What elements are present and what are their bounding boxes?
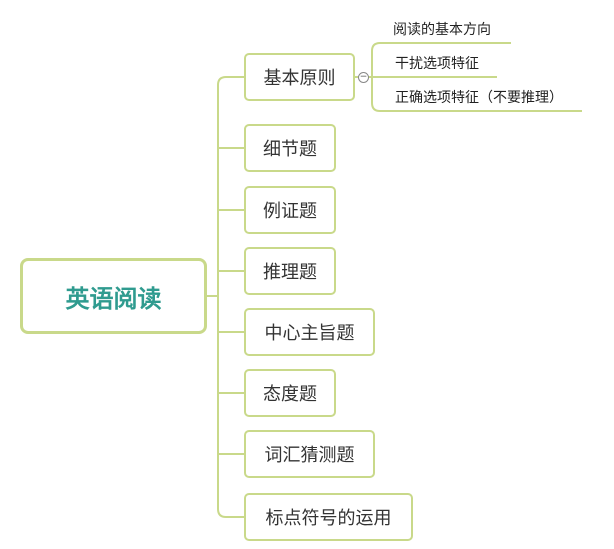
connector-trunk [217, 76, 227, 518]
collapse-toggle-icon[interactable]: − [358, 72, 369, 83]
branch-topic[interactable]: 细节题 [244, 124, 336, 172]
branch-topic[interactable]: 基本原则 [244, 53, 355, 101]
subtopic-leaf[interactable]: 阅读的基本方向 [393, 22, 491, 38]
branch-topic[interactable]: 中心主旨题 [244, 308, 375, 356]
branch-topic[interactable]: 态度题 [244, 369, 336, 417]
branch-topic[interactable]: 例证题 [244, 186, 336, 234]
root-topic[interactable]: 英语阅读 [20, 258, 207, 334]
subtopic-leaf[interactable]: 干扰选项特征 [395, 56, 479, 72]
branch-topic[interactable]: 标点符号的运用 [244, 493, 413, 541]
branch-topic[interactable]: 词汇猜测题 [244, 430, 375, 478]
subtopic-leaf[interactable]: 正确选项特征（不要推理） [395, 90, 563, 106]
branch-topic[interactable]: 推理题 [244, 247, 336, 295]
